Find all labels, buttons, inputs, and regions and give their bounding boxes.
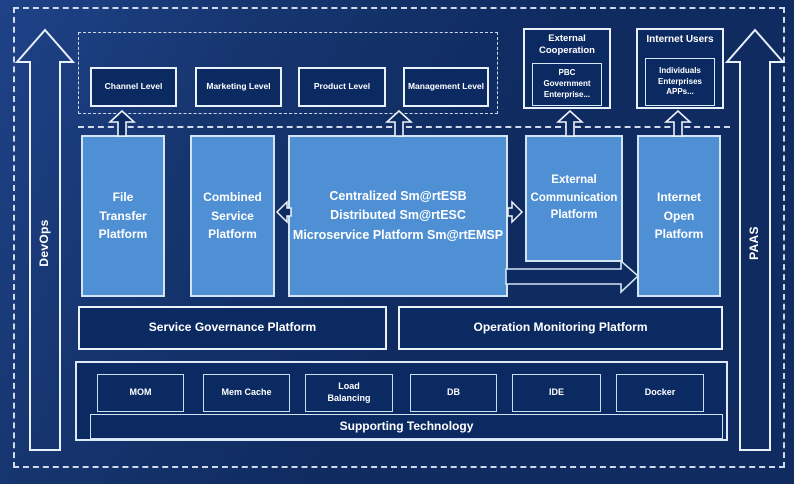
level-box-marketing: Marketing Level [195,67,282,107]
tech-label-mom: MOM [129,387,152,398]
supporting-technology-bar: Supporting Technology [90,414,723,439]
tech-label-db: DB [447,387,460,398]
devops-rail-label: DevOps [19,213,69,273]
level-box-product: Product Level [298,67,386,107]
service-governance-platform-label: Service Governance Platform [148,320,317,335]
tech-box-mem-cache: Mem Cache [203,374,290,412]
devops-label-text: DevOps [37,219,51,267]
outer-dashed-border [13,7,785,468]
level-label-product: Product Level [313,81,371,92]
paas-up-arrow-icon [724,28,786,451]
tech-box-ide: IDE [512,374,601,412]
level-box-channel: Channel Level [90,67,177,107]
platform-internet-open: Internet Open Platform [637,135,721,297]
platform-internet-open-label: Internet Open Platform [654,190,704,242]
level-label-channel: Channel Level [104,81,163,92]
level-box-management: Management Level [403,67,489,107]
external-cooperation-title: External Cooperation [539,33,595,57]
internet-users-members: Individuals Enterprises APPs... [657,65,703,97]
level-label-management: Management Level [407,81,485,92]
up-arrow-external-communication-icon [555,109,585,137]
platform-combined-service-label: Combined Service Platform [203,190,262,242]
up-arrow-internet-open-icon [663,109,693,137]
tech-box-db: DB [410,374,497,412]
platform-combined-service: Combined Service Platform [190,135,275,297]
platform-file-transfer-label: File Transfer Platform [98,190,148,242]
level-label-marketing: Marketing Level [206,81,271,92]
tech-box-load-balancing: Load Balancing [305,374,393,412]
tech-label-load-balancing: Load Balancing [327,381,371,403]
tech-box-docker: Docker [616,374,704,412]
platform-external-communication: External Communication Platform [525,135,623,262]
paas-rail-label: PAAS [729,213,779,273]
platform-file-transfer: File Transfer Platform [81,135,165,297]
operation-monitoring-platform-label: Operation Monitoring Platform [473,320,648,335]
up-arrow-file-transfer-icon [107,109,137,137]
external-cooperation-members: PBC Government Enterprise... [543,68,591,99]
external-cooperation-members-box: PBC Government Enterprise... [532,63,602,106]
levels-dashed-container [78,32,498,114]
internet-users-members-box: Individuals Enterprises APPs... [645,58,715,106]
tech-label-mem-cache: Mem Cache [221,387,272,398]
tech-label-docker: Docker [644,387,676,398]
service-governance-platform-box: Service Governance Platform [78,306,387,350]
external-cooperation-box: External Cooperation PBC Government Ente… [523,28,611,109]
devops-up-arrow-icon [14,28,76,451]
platform-external-communication-label: External Communication Platform [530,173,618,222]
supporting-technology-label: Supporting Technology [339,418,474,433]
platform-central-esb: Centralized Sm@rtESB Distributed Sm@rtES… [288,135,508,297]
internet-users-box: Internet Users Individuals Enterprises A… [636,28,724,109]
dashed-separator-line [78,126,730,128]
arrow-esb-to-internet-open-icon [505,259,640,294]
operation-monitoring-platform-box: Operation Monitoring Platform [398,306,723,350]
tech-label-ide: IDE [548,387,564,398]
right-arrow-esb-to-external-communication-icon [507,200,524,224]
internet-users-title: Internet Users [646,34,714,45]
left-arrow-esb-to-combined-icon [275,200,292,224]
platform-central-esb-label: Centralized Sm@rtESB Distributed Sm@rtES… [292,188,504,242]
tech-box-mom: MOM [97,374,184,412]
up-arrow-esb-icon [384,109,414,137]
paas-label-text: PAAS [747,226,761,260]
